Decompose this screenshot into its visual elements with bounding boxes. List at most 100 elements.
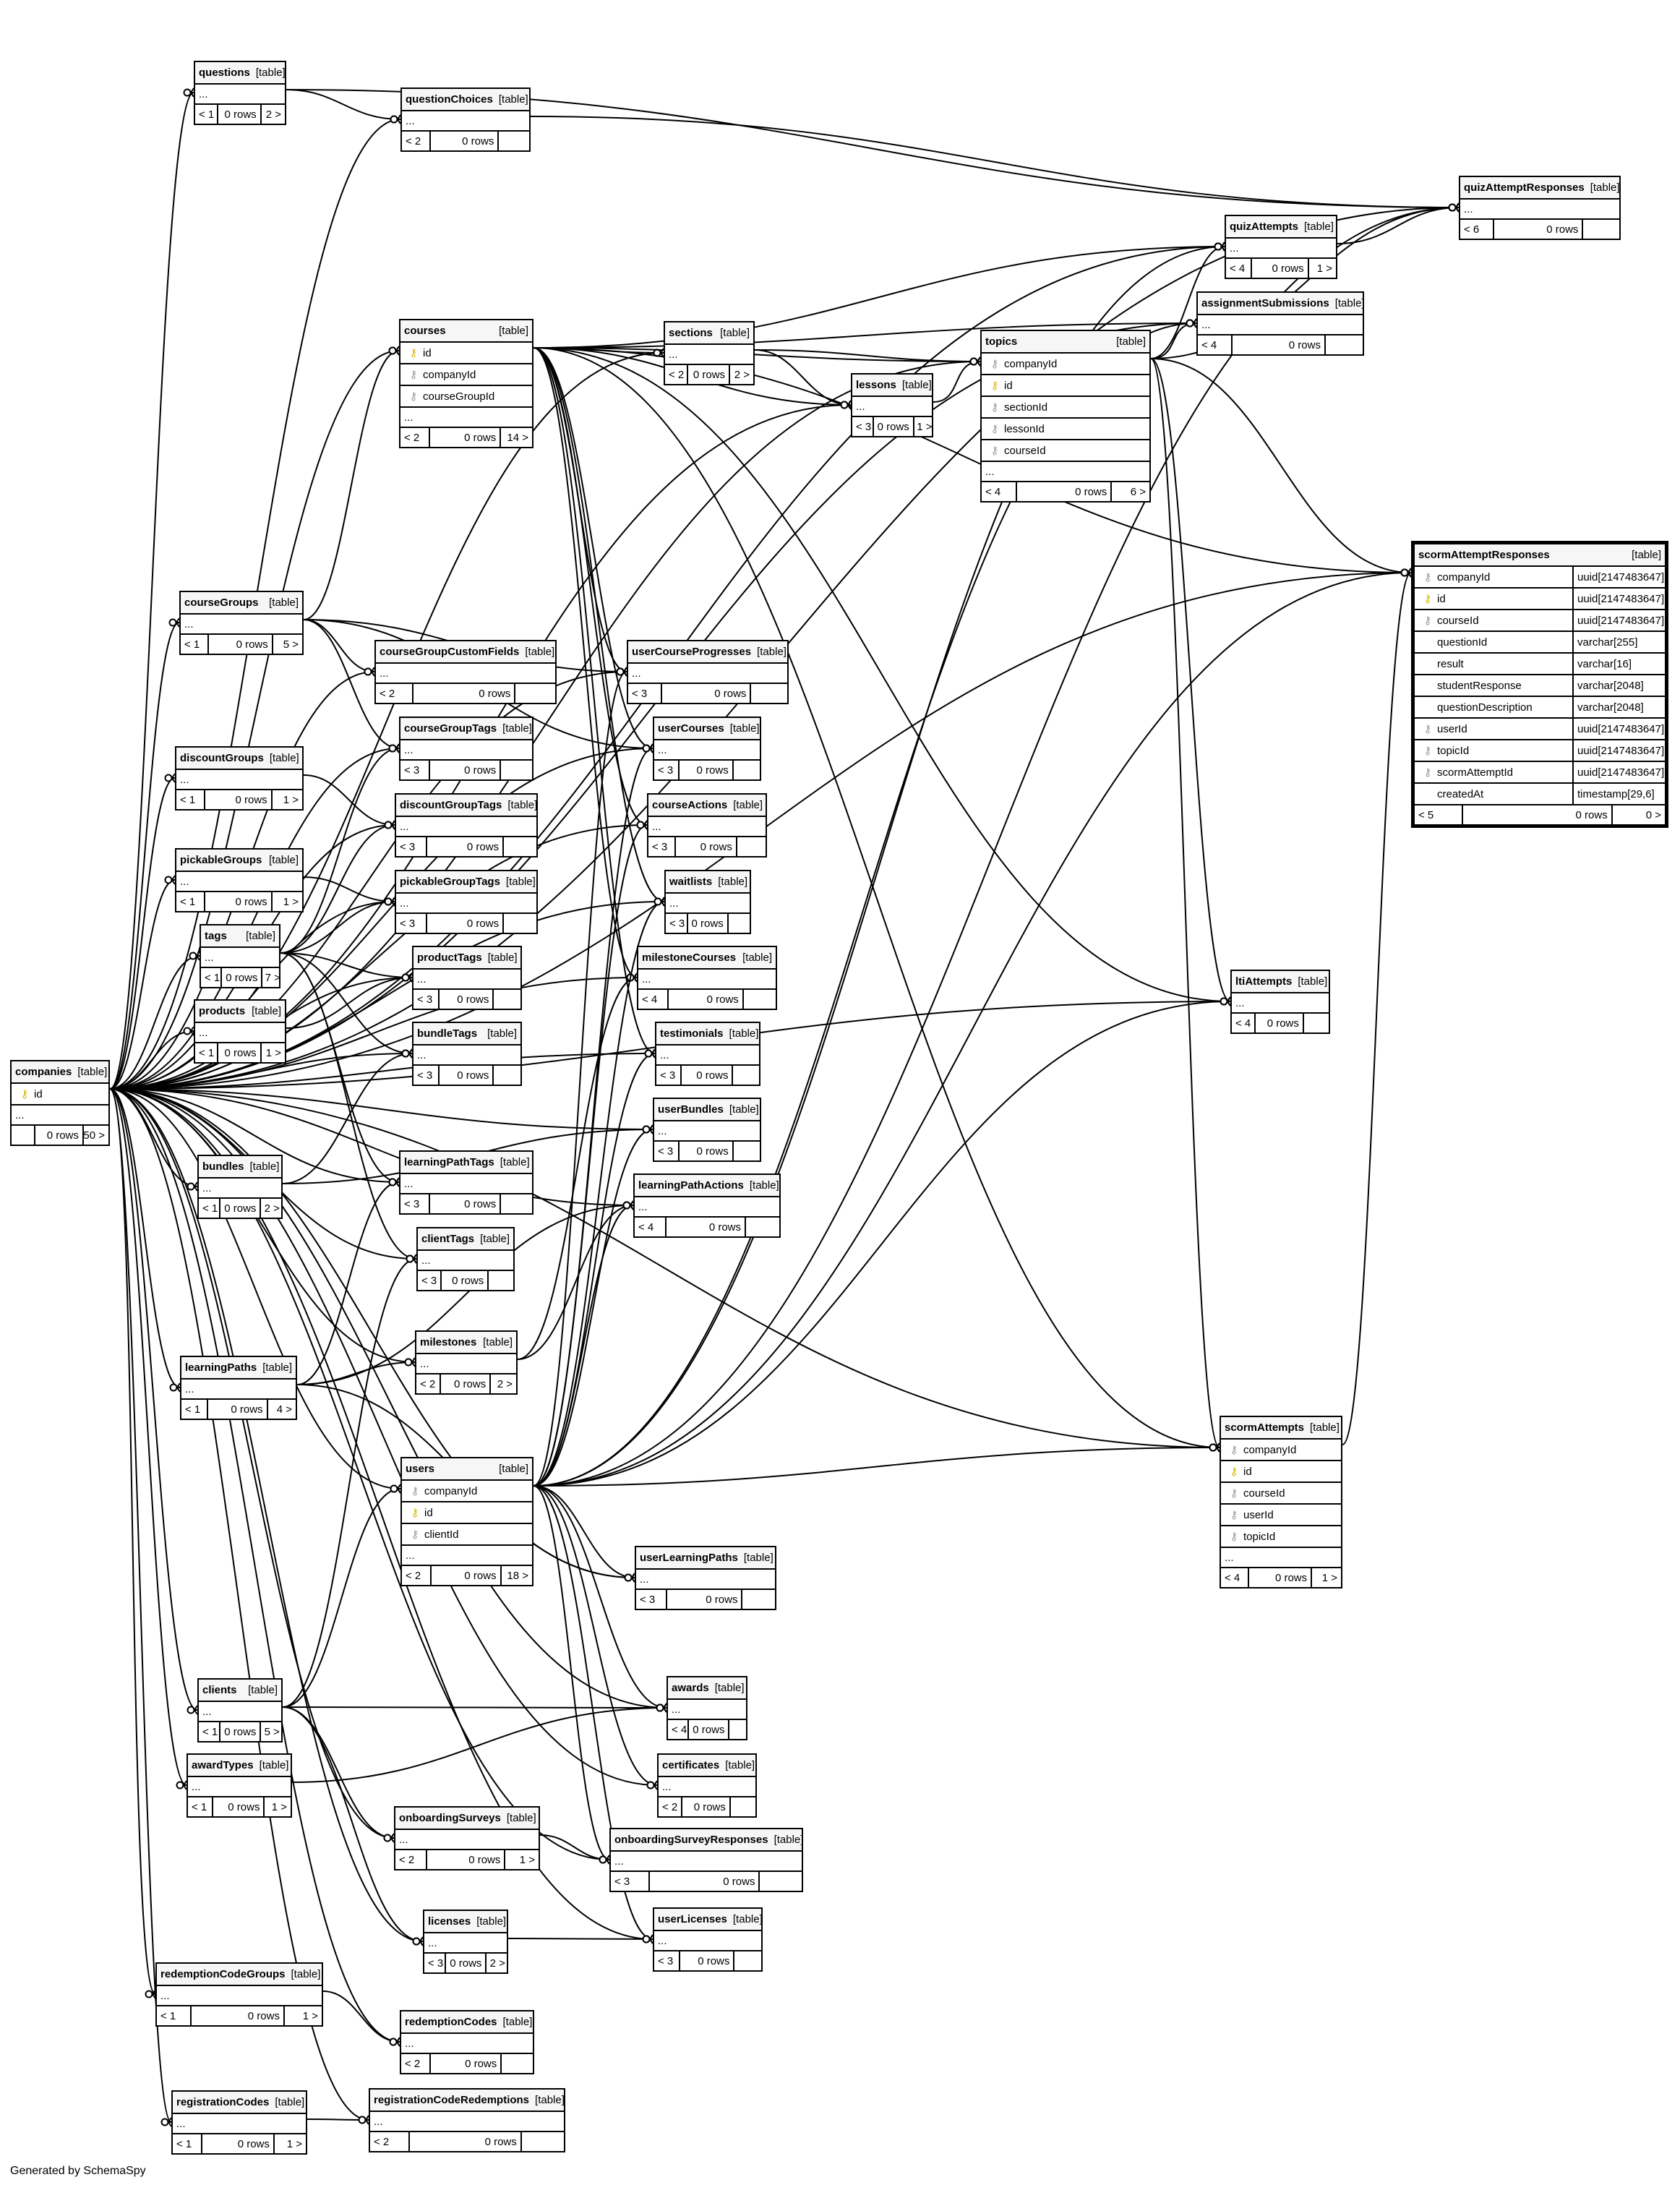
relationship-tags-discountGroupTags bbox=[280, 824, 395, 954]
relationship-companies-learningPaths bbox=[109, 1088, 181, 1388]
table-name: userCourses bbox=[658, 722, 724, 735]
table-header: lessons[table] bbox=[852, 375, 932, 397]
table-registrationCodeRedemptions[interactable]: registrationCodeRedemptions[table]...< 2… bbox=[369, 2088, 565, 2152]
relationship-courses-ltiAttempts bbox=[533, 347, 1231, 1002]
table-tag: [table] bbox=[505, 876, 536, 888]
table-courses[interactable]: courses[table]⚷id⚷companyId⚷courseGroupI… bbox=[399, 319, 533, 448]
more-columns: ... bbox=[401, 2034, 533, 2054]
table-name: redemptionCodeGroups bbox=[160, 1968, 286, 1980]
children-count bbox=[729, 914, 750, 933]
relationship-users-certificates bbox=[533, 1485, 658, 1786]
optional-marker-icon bbox=[1400, 568, 1409, 577]
table-users[interactable]: users[table]⚷companyId⚷id⚷clientId...< 2… bbox=[400, 1457, 533, 1586]
table-header: questions[table] bbox=[195, 62, 286, 85]
table-topics[interactable]: topics[table]⚷companyId⚷id⚷sectionId⚷les… bbox=[980, 330, 1151, 503]
table-name: questions bbox=[199, 67, 250, 79]
relationship-companies-awards bbox=[109, 1088, 667, 1709]
table-name: bundles bbox=[202, 1160, 244, 1173]
row-count: 0 rows bbox=[442, 1271, 489, 1290]
parents-count: < 3 bbox=[400, 1194, 431, 1213]
relationship-topics-scormAttemptResponses bbox=[1150, 358, 1412, 573]
column-name: id bbox=[1004, 379, 1013, 392]
table-header: quizAttempts[table] bbox=[1226, 216, 1336, 239]
more-columns: ... bbox=[402, 111, 529, 132]
table-tag: [table] bbox=[714, 1682, 745, 1694]
column-row: ⚷clientId bbox=[402, 1524, 532, 1546]
parents-count: < 3 bbox=[396, 837, 428, 856]
table-header: courses[table] bbox=[400, 320, 532, 343]
relationship-companies-products bbox=[109, 1030, 194, 1090]
relationship-companies-testimonials bbox=[109, 1053, 656, 1090]
children-count: 2 > bbox=[265, 108, 281, 121]
crows-foot-icon bbox=[371, 667, 375, 677]
crows-foot-icon bbox=[390, 1833, 395, 1843]
table-header: scormAttemptResponses[table] bbox=[1415, 544, 1665, 567]
table-tag: [table] bbox=[1590, 181, 1620, 194]
table-name: scormAttempts bbox=[1225, 1421, 1305, 1434]
children-count: 2 > bbox=[489, 1957, 505, 1970]
children-count bbox=[499, 132, 529, 150]
crows-foot-icon bbox=[408, 972, 413, 983]
table-scormAttempts[interactable]: scormAttempts[table]⚷companyId⚷id⚷course… bbox=[1220, 1416, 1342, 1588]
column-type: uuid[2147483647] bbox=[1572, 567, 1665, 587]
table-header: products[table] bbox=[195, 1001, 285, 1023]
table-header: topics[table] bbox=[982, 331, 1149, 354]
children-count: 1 > bbox=[286, 2137, 302, 2150]
optional-marker-icon bbox=[1448, 203, 1457, 212]
table-name: userLearningPaths bbox=[640, 1552, 738, 1564]
table-tag: [table] bbox=[901, 379, 932, 391]
optional-marker-icon bbox=[384, 821, 393, 829]
table-header: pickableGroups[table] bbox=[176, 850, 302, 872]
